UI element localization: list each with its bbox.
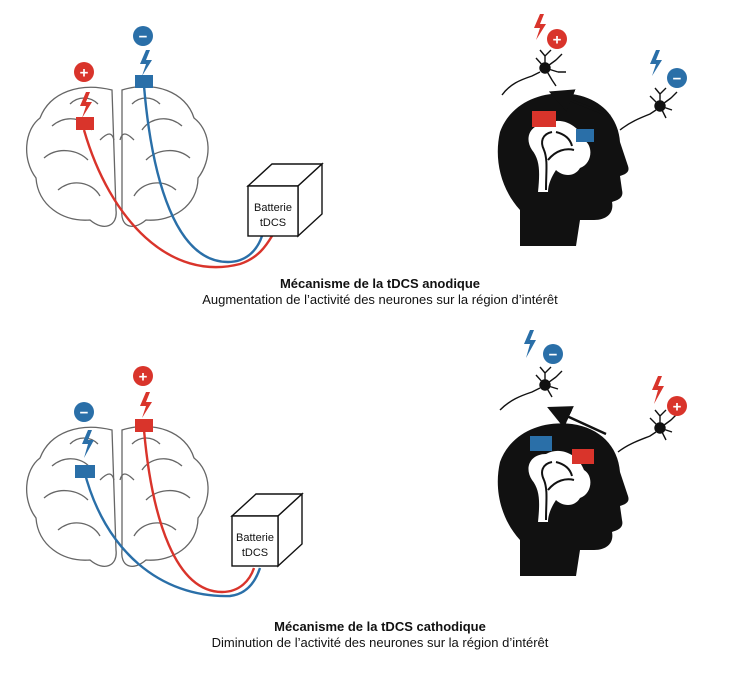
plus-sign-icon: + <box>667 396 687 416</box>
cathodic-title: Mécanisme de la tDCS cathodique <box>274 619 486 634</box>
lightning-blue-icon <box>140 50 152 76</box>
anodic-subtitle: Augmentation de l’activité des neurones … <box>202 292 558 307</box>
battery-label-line2: tDCS <box>242 547 268 559</box>
neuron-excited <box>617 409 678 453</box>
minus-sign-icon: − <box>74 402 94 422</box>
battery-label-line2: tDCS <box>260 217 286 229</box>
neuron-excited <box>501 49 566 96</box>
direction-arrow <box>547 406 607 436</box>
battery-label-line1: Batterie <box>254 202 292 214</box>
battery-box <box>230 492 304 568</box>
battery-label-line1: Batterie <box>236 532 274 544</box>
svg-text:−: − <box>549 347 558 364</box>
direction-arrow <box>548 89 611 118</box>
svg-text:−: − <box>80 405 89 422</box>
anode-electrode <box>135 419 153 432</box>
lightning-blue-icon <box>524 330 536 358</box>
anodic-title: Mécanisme de la tDCS anodique <box>279 276 481 291</box>
neuron-inhibited <box>499 366 563 411</box>
plus-sign-icon: + <box>74 62 94 82</box>
brain-top-view <box>25 425 209 567</box>
anode-electrode <box>76 117 94 130</box>
head-silhouette <box>497 93 629 246</box>
lightning-red-icon <box>80 92 92 118</box>
head-cathode-electrode <box>530 436 552 451</box>
svg-text:+: + <box>553 32 562 49</box>
blue-wire <box>82 469 262 598</box>
svg-text:+: + <box>80 65 89 82</box>
lightning-blue-icon <box>82 430 94 458</box>
cathodic-illustration: − + Batterie tDCS <box>25 330 687 598</box>
svg-text:−: − <box>139 29 148 46</box>
cathode-electrode <box>75 465 95 478</box>
svg-text:+: + <box>139 369 148 386</box>
svg-text:+: + <box>673 399 682 416</box>
red-wire <box>142 429 256 594</box>
anodic-panel: + − Batterie tDCS <box>0 0 754 330</box>
lightning-red-icon <box>534 14 546 40</box>
cathode-electrode <box>135 75 153 88</box>
lightning-red-icon <box>652 376 664 404</box>
anodic-illustration: + − Batterie tDCS <box>25 14 687 269</box>
plus-sign-icon: + <box>133 366 153 386</box>
minus-sign-icon: − <box>133 26 153 46</box>
battery-box <box>246 162 324 238</box>
plus-sign-icon: + <box>547 29 567 49</box>
head-cathode-electrode <box>576 129 594 142</box>
red-wire <box>82 129 274 269</box>
cathodic-caption: Mécanisme de la tDCS cathodique Diminuti… <box>160 619 600 651</box>
anodic-caption: Mécanisme de la tDCS anodique Augmentati… <box>160 276 600 308</box>
head-silhouette <box>497 423 629 576</box>
neuron-inhibited <box>619 87 678 131</box>
cathodic-subtitle: Diminution de l’activité des neurones su… <box>211 635 549 650</box>
lightning-blue-icon <box>650 50 662 76</box>
cathodic-panel: − + Batterie tDCS <box>0 330 754 675</box>
head-anode-electrode <box>532 111 556 127</box>
minus-sign-icon: − <box>543 344 563 364</box>
lightning-red-icon <box>140 392 152 418</box>
head-anode-electrode <box>572 449 594 464</box>
svg-text:−: − <box>673 71 682 88</box>
blue-wire <box>142 85 264 264</box>
minus-sign-icon: − <box>667 68 687 88</box>
